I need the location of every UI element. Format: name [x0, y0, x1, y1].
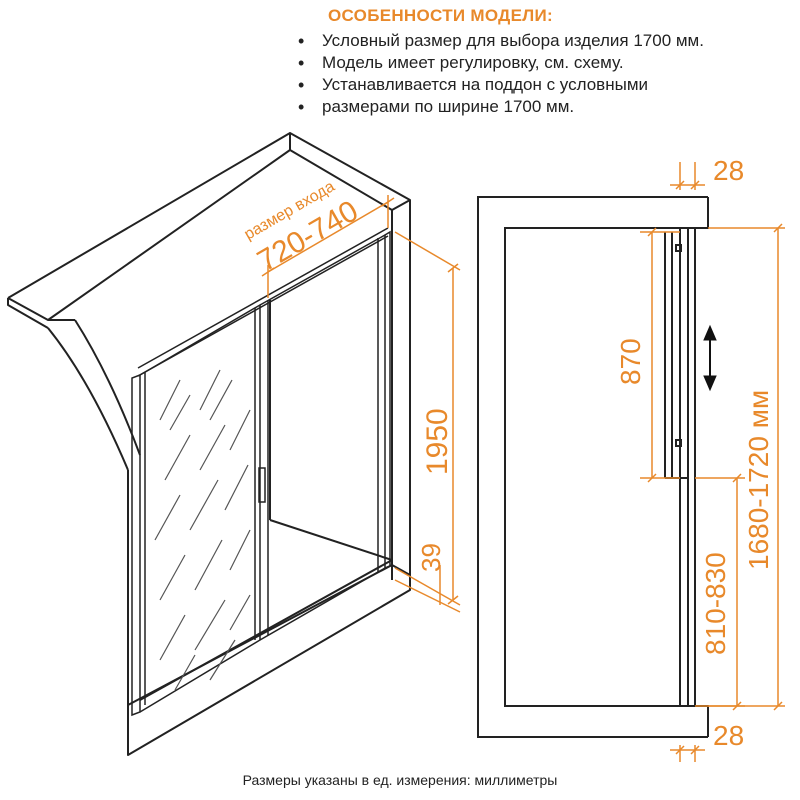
door-handle [258, 467, 266, 503]
bottom-gap-value: 28 [713, 720, 744, 751]
features-title: ОСОБЕННОСТИ МОДЕЛИ: [328, 6, 553, 25]
tray-base [127, 564, 411, 755]
tray-edge [139, 559, 393, 701]
curved-wall-front [47, 327, 129, 471]
left-wall-top [7, 298, 49, 329]
curved-wall-inner [74, 319, 141, 456]
top-gap-value: 28 [713, 155, 744, 186]
floor-line [269, 519, 393, 561]
entrance-dimension [261, 195, 395, 298]
glass-door-panels [131, 227, 391, 717]
height-dimension [394, 231, 461, 613]
fixed-panel [139, 303, 261, 713]
features-block: ОСОБЕННОСТИ МОДЕЛИ: Условный размер для … [298, 6, 798, 118]
total-range-value: 1680-1720 мм [743, 390, 774, 570]
sliding-panel [259, 233, 386, 641]
height-value: 1950 [421, 408, 454, 475]
adjust-range-value: 870 [615, 338, 646, 385]
elevation-frame [477, 196, 709, 738]
lower-range-value: 810-830 [700, 552, 731, 655]
feature-item-continuation: размерами по ширине 1700 мм. [298, 96, 798, 118]
top-rail [137, 227, 389, 369]
tray-offset-value: 39 [416, 543, 446, 572]
glass-pattern [154, 369, 251, 691]
isometric-enclosure [7, 132, 411, 756]
adjust-arrow-icon [703, 324, 717, 392]
feature-item: Модель имеет регулировку, см. схему. [298, 52, 798, 74]
features-list: Условный размер для выбора изделия 1700 … [298, 30, 798, 118]
top-rim [47, 149, 393, 321]
feature-item: Условный размер для выбора изделия 1700 … [298, 30, 798, 52]
left-profile [131, 373, 141, 717]
right-dimensions [640, 162, 785, 762]
units-note: Размеры указаны в ед. измерения: миллиме… [242, 772, 558, 788]
feature-item: Устанавливается на поддон с условными [298, 74, 798, 96]
